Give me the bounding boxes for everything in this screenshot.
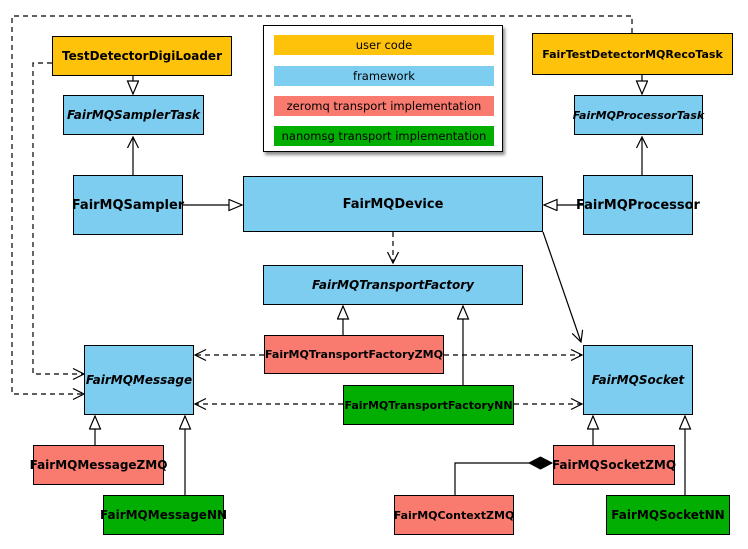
class-label-testdetectordigiloader: TestDetectorDigiLoader bbox=[61, 49, 222, 63]
legend-item-nanomsg: nanomsg transport implementation bbox=[274, 126, 494, 146]
class-box-fairmqtransportfactoryzmq: FairMQTransportFactoryZMQ bbox=[264, 335, 444, 374]
class-label-fairmqmessagenn: FairMQMessageNN bbox=[99, 508, 228, 522]
class-box-fairmqmessagezmq: FairMQMessageZMQ bbox=[30, 445, 167, 485]
legend-item-framework: framework bbox=[274, 66, 494, 86]
class-label-fairmqsocket: FairMQSocket bbox=[591, 373, 685, 387]
class-label-fairmqtransportfactory: FairMQTransportFactory bbox=[312, 278, 474, 292]
legend: user code framework zeromq transport imp… bbox=[263, 25, 503, 152]
class-box-fairmqsampler: FairMQSampler bbox=[71, 175, 185, 235]
class-box-fairmqsamplertask: FairMQSamplerTask bbox=[63, 95, 204, 135]
class-box-fairmqcontextzmq: FairMQContextZMQ bbox=[394, 495, 514, 535]
class-box-fairmqprocessor: FairMQProcessor bbox=[576, 175, 700, 235]
class-label-fairmqsocketzmq: FairMQSocketZMQ bbox=[551, 458, 677, 472]
arrow-device-to-socket bbox=[542, 231, 581, 342]
class-box-fairtestdetectormqrecotask: FairTestDetectorMQRecoTask bbox=[532, 33, 733, 75]
class-box-fairmqmessagenn: FairMQMessageNN bbox=[99, 495, 228, 535]
class-label-fairmqsamplertask: FairMQSamplerTask bbox=[66, 108, 201, 122]
class-label-fairmqsocketnn: FairMQSocketNN bbox=[611, 508, 725, 522]
legend-item-user-code: user code bbox=[274, 35, 494, 55]
class-box-fairmqtransportfactory: FairMQTransportFactory bbox=[263, 265, 523, 305]
class-label-fairmqdevice: FairMQDevice bbox=[342, 196, 444, 212]
class-box-fairmqsocketnn: FairMQSocketNN bbox=[606, 495, 730, 535]
class-box-fairmqsocketzmq: FairMQSocketZMQ bbox=[551, 445, 677, 485]
class-label-fairmqcontextzmq: FairMQContextZMQ bbox=[393, 508, 515, 522]
class-label-fairmqsampler: FairMQSampler bbox=[71, 197, 185, 213]
class-label-fairmqprocessortask: FairMQProcessorTask bbox=[572, 108, 705, 122]
legend-label-framework: framework bbox=[353, 69, 415, 83]
class-label-fairmqmessage: FairMQMessage bbox=[85, 373, 193, 387]
legend-item-zeromq: zeromq transport implementation bbox=[274, 96, 494, 116]
class-box-fairmqmessage: FairMQMessage bbox=[84, 345, 194, 415]
class-box-testdetectordigiloader: TestDetectorDigiLoader bbox=[52, 36, 232, 76]
arrow-contextzmq-to-socketzmq-composition bbox=[454, 463, 552, 495]
dashed-arrow-recotask-to-message bbox=[11, 15, 633, 394]
class-box-fairmqdevice: FairMQDevice bbox=[243, 176, 543, 232]
legend-label-zeromq: zeromq transport implementation bbox=[286, 99, 482, 113]
class-box-fairmqprocessortask: FairMQProcessorTask bbox=[572, 95, 705, 135]
class-label-fairmqtransportfactorynn: FairMQTransportFactoryNN bbox=[344, 398, 513, 412]
class-box-fairmqsocket: FairMQSocket bbox=[583, 345, 693, 415]
legend-label-nanomsg: nanomsg transport implementation bbox=[281, 129, 487, 143]
class-label-fairtestdetectormqrecotask: FairTestDetectorMQRecoTask bbox=[542, 47, 723, 61]
class-label-fairmqprocessor: FairMQProcessor bbox=[576, 197, 700, 213]
class-box-fairmqtransportfactorynn: FairMQTransportFactoryNN bbox=[343, 385, 514, 425]
class-label-fairmqtransportfactoryzmq: FairMQTransportFactoryZMQ bbox=[265, 348, 443, 361]
class-label-fairmqmessagezmq: FairMQMessageZMQ bbox=[29, 458, 168, 472]
dashed-arrow-digiloader-to-message bbox=[32, 62, 84, 374]
legend-label-user-code: user code bbox=[355, 38, 413, 52]
